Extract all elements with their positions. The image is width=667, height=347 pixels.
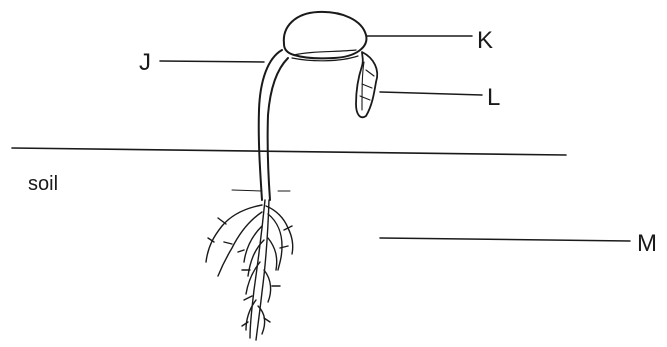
plumule xyxy=(356,52,377,117)
root-system xyxy=(206,200,293,340)
label-j: J xyxy=(139,51,151,75)
pointer-line-j xyxy=(160,61,264,62)
label-l: L xyxy=(487,86,500,110)
soil-surface-line xyxy=(12,148,566,155)
pointer-line-l xyxy=(380,92,482,95)
lateral-root xyxy=(218,212,262,276)
stem-right-edge xyxy=(268,58,288,200)
lateral-root xyxy=(264,270,271,302)
cotyledon-inner-line xyxy=(294,50,356,55)
pointer-line-m xyxy=(380,238,630,241)
plumule-vein xyxy=(362,62,364,110)
label-m: M xyxy=(637,232,657,256)
lateral-root xyxy=(206,205,262,262)
label-k: K xyxy=(477,29,493,53)
lateral-root xyxy=(268,238,277,270)
label-soil: soil xyxy=(28,174,58,194)
